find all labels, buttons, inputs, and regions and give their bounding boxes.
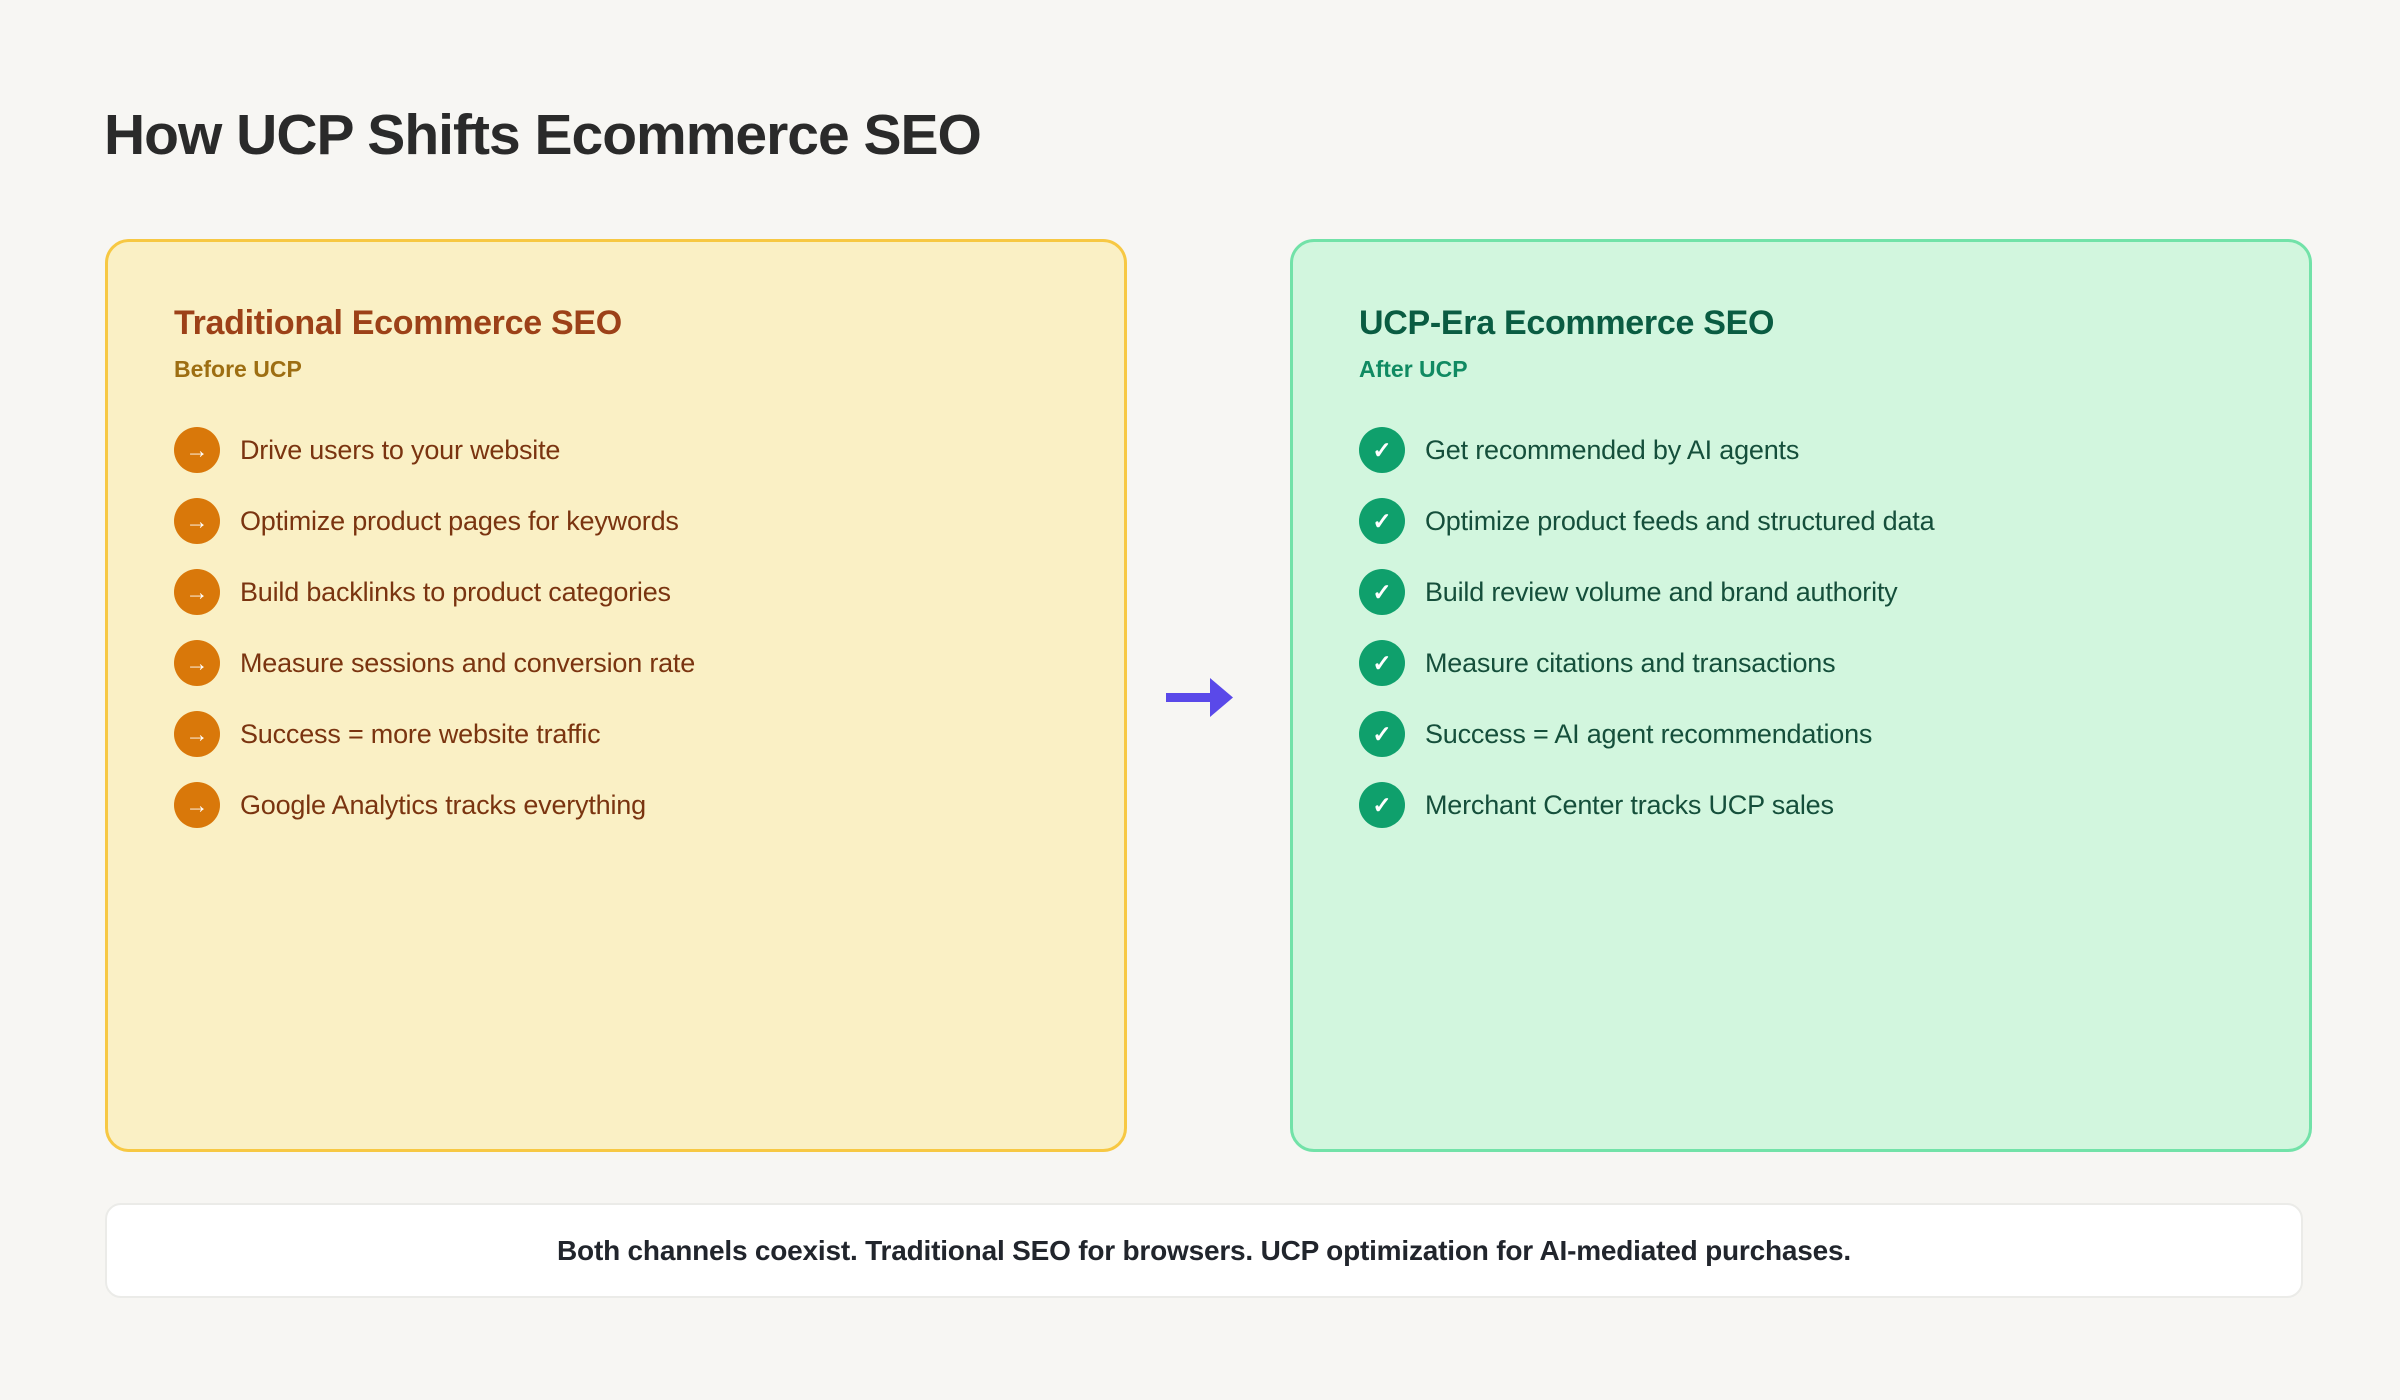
list-item: → Optimize product pages for keywords — [174, 498, 1058, 544]
ucp-items-list: ✓ Get recommended by AI agents ✓ Optimiz… — [1359, 427, 2243, 828]
list-item: → Success = more website traffic — [174, 711, 1058, 757]
arrow-right-icon: → — [174, 569, 220, 615]
arrow-right-icon: → — [174, 711, 220, 757]
arrow-right-icon: → — [174, 498, 220, 544]
footer-text: Both channels coexist. Traditional SEO f… — [557, 1234, 1851, 1266]
checkmark-icon: ✓ — [1359, 640, 1405, 686]
traditional-items-list: → Drive users to your website → Optimize… — [174, 427, 1058, 828]
arrow-right-icon: → — [174, 427, 220, 473]
traditional-panel-subtitle: Before UCP — [174, 356, 302, 382]
list-item: ✓ Get recommended by AI agents — [1359, 427, 2243, 473]
ucp-panel-title: UCP-Era Ecommerce SEO — [1359, 304, 1775, 342]
checkmark-icon: ✓ — [1359, 782, 1405, 828]
page-title: How UCP Shifts Ecommerce SEO — [104, 103, 982, 167]
list-item-label: Optimize product pages for keywords — [240, 505, 679, 536]
list-item-label: Success = AI agent recommendations — [1425, 718, 1873, 749]
checkmark-icon: ✓ — [1359, 711, 1405, 757]
list-item: → Google Analytics tracks everything — [174, 782, 1058, 828]
list-item: ✓ Optimize product feeds and structured … — [1359, 498, 2243, 544]
list-item-label: Measure sessions and conversion rate — [240, 647, 696, 678]
list-item: ✓ Success = AI agent recommendations — [1359, 711, 2243, 757]
traditional-seo-panel: Traditional Ecommerce SEO Before UCP → D… — [105, 239, 1127, 1152]
list-item: ✓ Merchant Center tracks UCP sales — [1359, 782, 2243, 828]
arrow-right-icon: → — [174, 640, 220, 686]
list-item-label: Optimize product feeds and structured da… — [1425, 505, 1935, 536]
list-item: → Build backlinks to product categories — [174, 569, 1058, 615]
list-item: → Measure sessions and conversion rate — [174, 640, 1058, 686]
checkmark-icon: ✓ — [1359, 569, 1405, 615]
checkmark-icon: ✓ — [1359, 498, 1405, 544]
list-item-label: Google Analytics tracks everything — [240, 789, 646, 820]
list-item-label: Success = more website traffic — [240, 718, 601, 749]
list-item-label: Build review volume and brand authority — [1425, 576, 1898, 607]
ucp-panel-subtitle: After UCP — [1359, 356, 1468, 382]
arrow-right-icon — [1166, 678, 1233, 717]
checkmark-icon: ✓ — [1359, 427, 1405, 473]
list-item-label: Drive users to your website — [240, 434, 561, 465]
list-item-label: Build backlinks to product categories — [240, 576, 671, 607]
list-item-label: Measure citations and transactions — [1425, 647, 1836, 678]
ucp-era-seo-panel: UCP-Era Ecommerce SEO After UCP ✓ Get re… — [1290, 239, 2312, 1152]
list-item: → Drive users to your website — [174, 427, 1058, 473]
arrow-right-icon: → — [174, 782, 220, 828]
list-item: ✓ Build review volume and brand authorit… — [1359, 569, 2243, 615]
list-item-label: Merchant Center tracks UCP sales — [1425, 789, 1834, 820]
transition-arrow — [1166, 673, 1234, 721]
footer-note: Both channels coexist. Traditional SEO f… — [105, 1203, 2303, 1298]
traditional-panel-title: Traditional Ecommerce SEO — [174, 304, 622, 342]
list-item-label: Get recommended by AI agents — [1425, 434, 1800, 465]
list-item: ✓ Measure citations and transactions — [1359, 640, 2243, 686]
